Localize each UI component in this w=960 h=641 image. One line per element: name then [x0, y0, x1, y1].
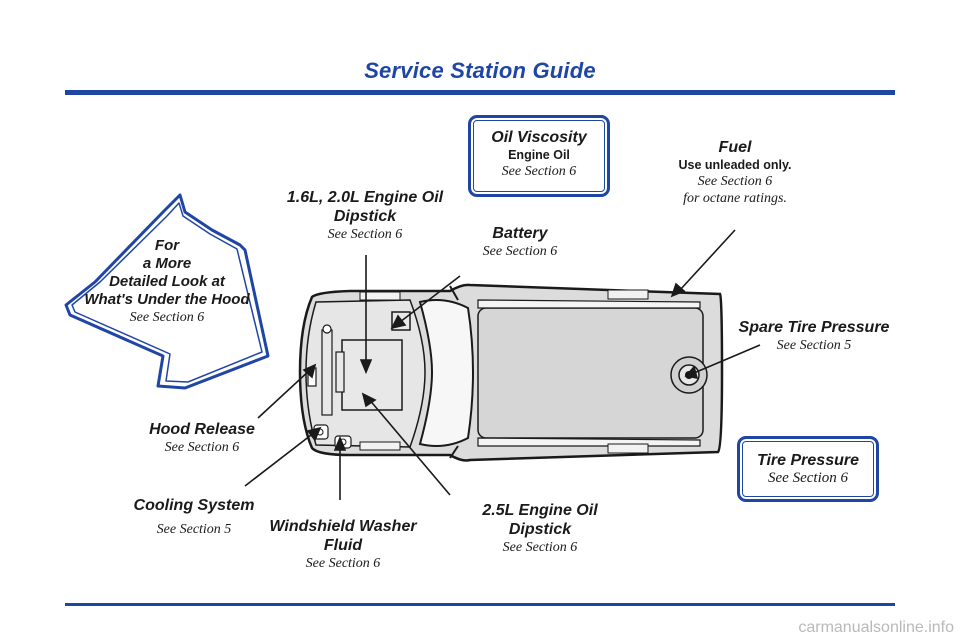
hood-release-callout: Hood Release See Section 6 [140, 420, 264, 456]
battery-title: Battery [492, 225, 548, 242]
under-hood-line-4: What's Under the Hood [84, 291, 250, 308]
footer-rule [65, 603, 895, 606]
watermark: carmanualsonline.info [798, 619, 954, 636]
under-hood-callout: For a More Detailed Look at What's Under… [82, 237, 252, 326]
fuel-ref: See Section 6 [697, 174, 773, 189]
hood-release-title: Hood Release [149, 421, 255, 438]
hood-release-ref: See Section 6 [164, 440, 240, 455]
under-hood-arrow-icon [64, 193, 270, 390]
cooling-system-title: Cooling System [133, 497, 255, 514]
title-rule [65, 90, 895, 95]
fuel-note: Use unleaded only. [678, 158, 792, 172]
dipstick-16-callout: 1.6L, 2.0L Engine Oil Dipstick See Secti… [275, 188, 455, 243]
dipstick-25-title: 2.5L Engine Oil Dipstick [482, 502, 598, 538]
dipstick-16-title-1: 1.6L, 2.0L Engine Oil [286, 189, 444, 206]
dipstick-16-title-2: Dipstick [333, 208, 397, 225]
tire-pressure-title: Tire Pressure [757, 452, 859, 469]
oil-viscosity-note: Engine Oil [508, 148, 570, 162]
dipstick-16-ref: See Section 6 [327, 227, 403, 242]
washer-fluid-title-1: Windshield Washer [269, 518, 417, 535]
under-hood-ref: See Section 6 [129, 310, 205, 325]
washer-fluid-title-2: Fluid [323, 537, 363, 554]
spare-tire-ref: See Section 5 [776, 338, 852, 353]
fuel-ref-2: for octane ratings. [683, 191, 787, 206]
car-top-view-icon [298, 283, 724, 462]
cooling-system-ref: See Section 5 [156, 522, 232, 537]
washer-fluid-callout: Windshield Washer Fluid See Section 6 [268, 517, 418, 572]
page-title: Service Station Guide [364, 58, 596, 83]
under-hood-line-1: For [154, 237, 180, 254]
cooling-system-callout: Cooling System See Section 5 [130, 496, 258, 538]
oil-viscosity-title: Oil Viscosity [491, 129, 587, 146]
spare-tire-title: Spare Tire Pressure [738, 319, 890, 336]
battery-callout: Battery See Section 6 [465, 224, 575, 260]
under-hood-line-2: a More [142, 255, 192, 272]
spare-tire-callout: Spare Tire Pressure See Section 5 [730, 318, 898, 354]
oil-viscosity-box: Oil Viscosity Engine Oil See Section 6 [468, 115, 610, 197]
tire-pressure-box: Tire Pressure See Section 6 [737, 436, 879, 502]
battery-ref: See Section 6 [482, 244, 558, 259]
fuel-title: Fuel [718, 139, 752, 156]
oil-viscosity-ref: See Section 6 [501, 164, 577, 179]
fuel-callout: Fuel Use unleaded only. See Section 6 fo… [655, 138, 815, 207]
dipstick-25-callout: 2.5L Engine Oil Dipstick See Section 6 [450, 501, 630, 556]
leader-lines [244, 229, 761, 500]
under-hood-line-3: Detailed Look at [109, 273, 225, 290]
dipstick-25-ref: See Section 6 [502, 540, 578, 555]
washer-fluid-ref: See Section 6 [305, 556, 381, 571]
tire-pressure-ref: See Section 6 [768, 470, 848, 486]
